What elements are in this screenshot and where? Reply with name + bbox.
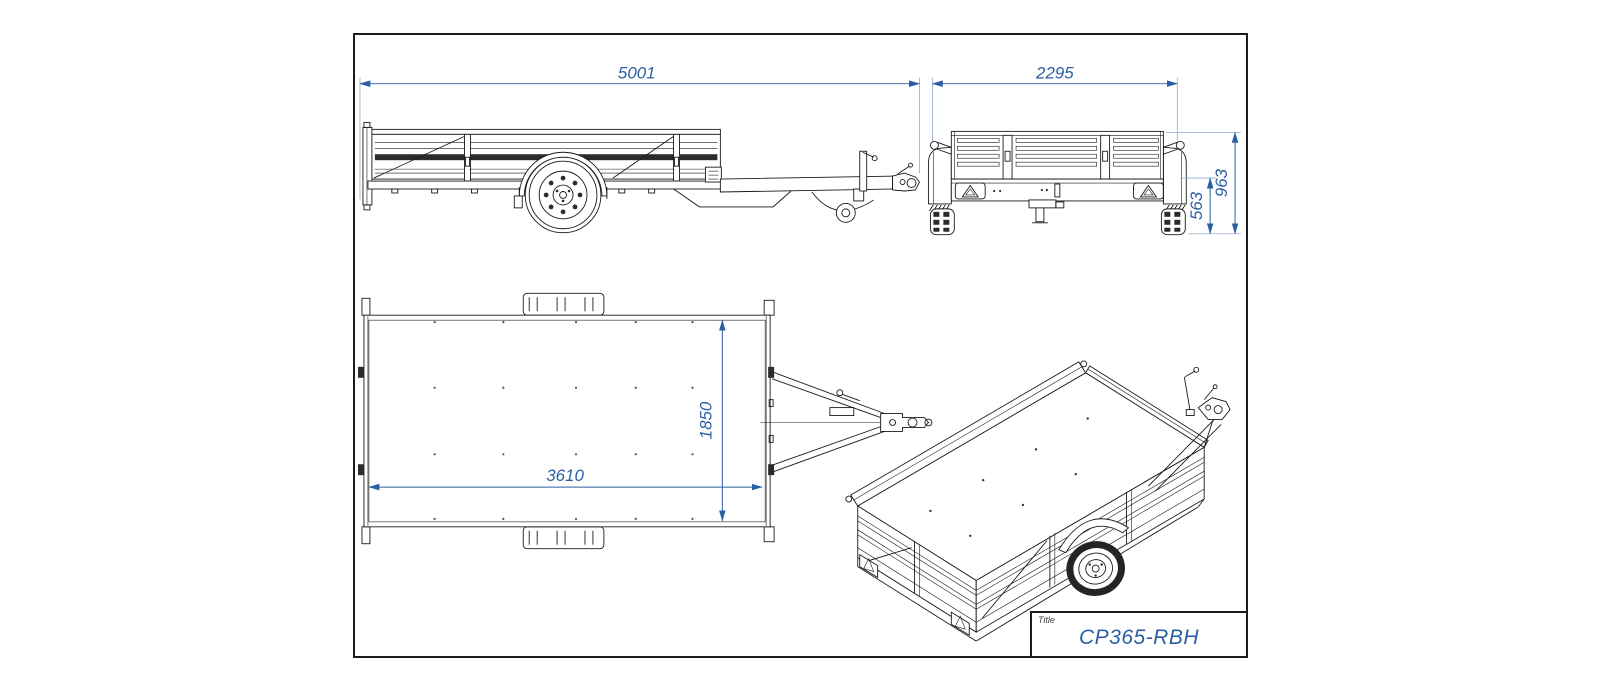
mud-flap [513,195,523,209]
lashing-ring [1175,140,1185,150]
rear-frame-band [950,178,1164,202]
crank-handle [1193,366,1200,373]
side-view: 5001 [359,64,921,234]
dimension-value-overall-length: 5001 [618,64,656,83]
dimension-value-lower-height: 563 [1187,191,1206,220]
warning-triangle-icon [954,182,986,200]
crank-handle [836,389,844,397]
rear-body [950,130,1164,180]
dimension-value-bed-width: 1850 [696,401,715,439]
top-mudguard-lower [522,526,605,550]
diagonal-brace [612,135,674,179]
crank-handle [871,155,878,162]
fender [513,151,608,209]
drawbar-gusset [673,188,792,208]
iso-floor-bolts [929,417,1089,537]
drawing-frame: 5001 [353,33,1248,658]
rear-wheel-right [1160,208,1186,236]
diagonal-brace [373,135,465,179]
rear-mudguard-right [1162,146,1187,212]
warning-triangle-icon [950,611,970,636]
panel-post [1100,134,1111,180]
iso-wheel [1066,541,1125,596]
top-rail [371,128,721,135]
drawbar-top [760,371,933,473]
tail-light [704,166,722,183]
iso-drawbar [1148,366,1231,492]
jockey-wheel [835,202,856,223]
rear-board [362,126,373,206]
iso-rear-wall [857,505,977,633]
rear-mudguard-left [927,146,952,212]
rear-slats [956,138,1159,167]
warning-triangle-icon [1133,182,1164,200]
support-jack [1028,199,1065,224]
jockey-post [859,150,868,192]
dimension-value-height: 963 [1212,168,1231,197]
dimension-value-bed-length: 3610 [546,466,584,485]
coupler [880,413,929,432]
dimension-value-overall-width: 2295 [1035,64,1074,83]
title-label: Title [1038,615,1055,625]
drawing-title: CP365-RBH [1078,626,1200,649]
wheel [524,156,602,234]
title-block: Title CP365-RBH [1030,611,1246,656]
iso-fender [1058,518,1130,554]
floor-bolts [433,321,694,520]
panel-post [1002,134,1013,180]
lashing-ring [1080,360,1088,368]
isometric-view [845,360,1231,642]
lashing-ring [929,140,939,150]
top-view: 1850 3610 [357,292,933,550]
cargo-bed [363,314,771,528]
technical-drawing: 5001 [357,64,1242,642]
warning-triangle-icon [859,553,879,579]
top-mudguard-upper [522,292,605,316]
rear-wheel-left [929,208,955,236]
lashing-ring [845,495,853,503]
coupler [892,162,920,192]
rear-view: 2295 963 563 [927,64,1242,236]
